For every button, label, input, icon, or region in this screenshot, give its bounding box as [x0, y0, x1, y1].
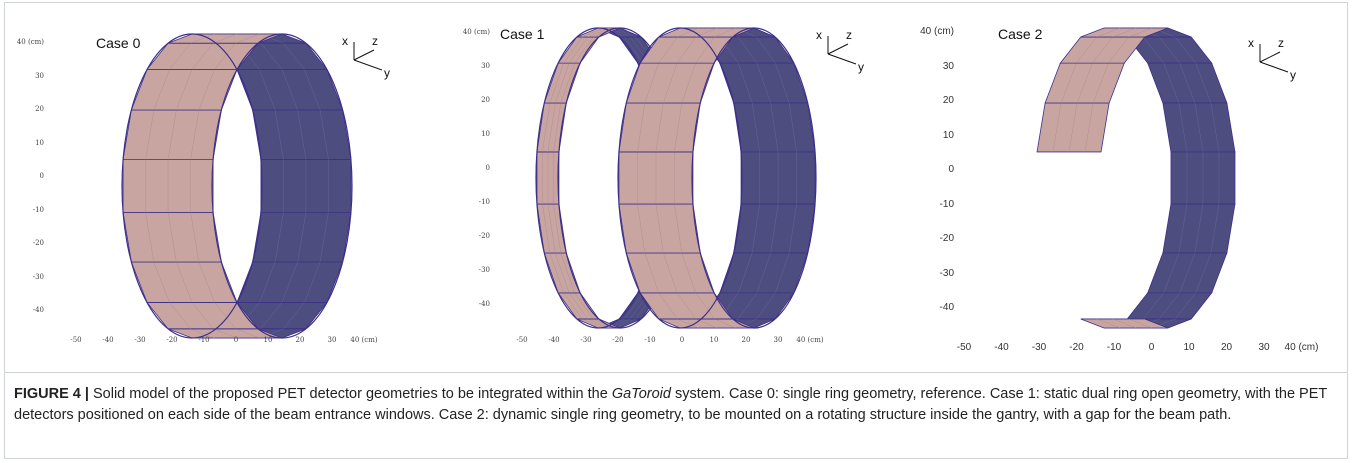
- detector-ring-right: [617, 27, 817, 329]
- y-tick-label: -10: [478, 198, 490, 206]
- axes-triad: [353, 42, 383, 71]
- y-tick-label: 10: [942, 129, 954, 141]
- x-tick-label: 20: [741, 336, 751, 344]
- x-tick-label: -20: [166, 336, 178, 344]
- y-tick-label: 30: [942, 60, 954, 72]
- x-tick-label: -40: [548, 336, 560, 344]
- x-tick-label: -30: [580, 336, 592, 344]
- x-tick-label: -50: [956, 342, 972, 353]
- axes-triad: [1259, 44, 1289, 73]
- x-tick-label: 0: [233, 336, 239, 344]
- y-tick-label: 40 (cm): [16, 38, 44, 46]
- y-tick-label: -30: [32, 272, 44, 281]
- x-tick-label: 0: [1148, 342, 1155, 353]
- y-tick-label: -20: [939, 233, 954, 244]
- caption-divider: [4, 372, 1348, 373]
- panel-title: Case 2: [998, 26, 1043, 42]
- caption-text-start: Solid model of the proposed PET detector…: [88, 386, 612, 402]
- detector-ring-with-gap: [1036, 27, 1236, 329]
- x-tick-label: -10: [644, 336, 656, 344]
- y-tick-label: 0: [39, 172, 44, 180]
- x-tick-label: -40: [102, 336, 114, 344]
- caption-text-end: system. Case 0: single ring geometry, re…: [14, 386, 1327, 423]
- system-name: GaToroid: [611, 386, 671, 402]
- x-tick-label: -30: [1031, 342, 1047, 353]
- ring-model-case-1: [535, 27, 857, 329]
- y-tick-label: 30: [481, 62, 490, 70]
- y-tick-label: 0: [485, 164, 490, 172]
- x-tick-label: 30: [327, 336, 337, 344]
- y-tick-label: -10: [32, 205, 44, 214]
- y-tick-label: -30: [478, 266, 490, 274]
- y-tick-label: -30: [939, 267, 954, 279]
- x-tick-label: 30: [1258, 342, 1270, 353]
- axis-label-z: z: [372, 34, 378, 48]
- axis-label-x: x: [816, 28, 822, 42]
- ring-outer-edge: [691, 27, 817, 329]
- x-tick-label: 10: [263, 336, 273, 344]
- axis-label-z: z: [846, 28, 852, 42]
- y-tick-label: -40: [478, 300, 490, 308]
- panel-case-2: Case 2 40 (cm) 30 20 10 0 -10 -20 -30 -40 -50 -40 -…: [918, 18, 1338, 358]
- x-tick-label: 40 (cm): [1284, 342, 1319, 353]
- panel-title: Case 0: [96, 35, 141, 51]
- y-tick-label: -10: [939, 198, 954, 210]
- panel-case-1: Case 1 40 (cm) 30 20 10 0 -10 -20 -30 -40 -50 -40 -…: [463, 18, 910, 358]
- y-tick-label: -40: [939, 302, 954, 313]
- x-tick-label: 20: [295, 336, 305, 344]
- ring-inner-edge: [121, 33, 263, 339]
- detector-ring: [121, 33, 353, 339]
- axis-label-y: y: [858, 60, 864, 74]
- y-tick-label: 40 (cm): [462, 28, 490, 36]
- axis-label-y: y: [1290, 68, 1296, 82]
- x-tick-label: 10: [1183, 342, 1195, 353]
- y-tick-label: 20: [481, 96, 490, 104]
- figure-label: FIGURE 4 |: [14, 386, 89, 402]
- axis-label-x: x: [342, 34, 348, 48]
- x-tick-label: -40: [994, 342, 1009, 353]
- ring-model-case-2: [1036, 27, 1289, 329]
- x-tick-label: 40 (cm): [796, 336, 824, 344]
- x-tick-label: -20: [612, 336, 624, 344]
- y-tick-label: 0: [948, 164, 954, 175]
- x-tick-label: -50: [70, 336, 82, 344]
- y-tick-label: 10: [35, 138, 44, 147]
- x-tick-label: -50: [516, 336, 528, 344]
- axis-label-z: z: [1278, 36, 1284, 50]
- panel-case-0: Case 0 40 (cm) 30 20 10 0 -10 -20 -30 -40 -50 -40 -…: [14, 18, 434, 358]
- x-tick-label: 0: [679, 336, 685, 344]
- y-tick-label: -20: [32, 239, 44, 247]
- axes-triad: [827, 36, 857, 65]
- y-tick-label: 30: [35, 71, 44, 80]
- x-tick-label: 10: [709, 336, 719, 344]
- y-tick-label: 40 (cm): [920, 26, 954, 37]
- x-tick-label: -30: [134, 336, 146, 344]
- y-tick-label: -20: [478, 232, 490, 240]
- x-tick-label: -20: [1069, 342, 1084, 353]
- axis-label-y: y: [384, 66, 390, 80]
- panel-title: Case 1: [500, 26, 545, 42]
- y-tick-label: 20: [35, 105, 44, 113]
- x-tick-label: 20: [1220, 342, 1233, 353]
- y-tick-label: 10: [481, 130, 490, 138]
- ring-model-case-0: [121, 33, 383, 339]
- x-tick-label: 30: [773, 336, 783, 344]
- ring-outer-edge: [211, 33, 353, 339]
- figure-caption: FIGURE 4 | Solid model of the proposed P…: [14, 384, 1334, 426]
- x-tick-label: -10: [198, 336, 210, 344]
- x-tick-label: -10: [1106, 342, 1122, 353]
- ring-inner-edge: [617, 27, 743, 329]
- x-tick-label: 40 (cm): [350, 336, 378, 344]
- axis-label-x: x: [1248, 36, 1254, 50]
- y-tick-label: 20: [942, 95, 954, 106]
- y-tick-label: -40: [32, 306, 44, 314]
